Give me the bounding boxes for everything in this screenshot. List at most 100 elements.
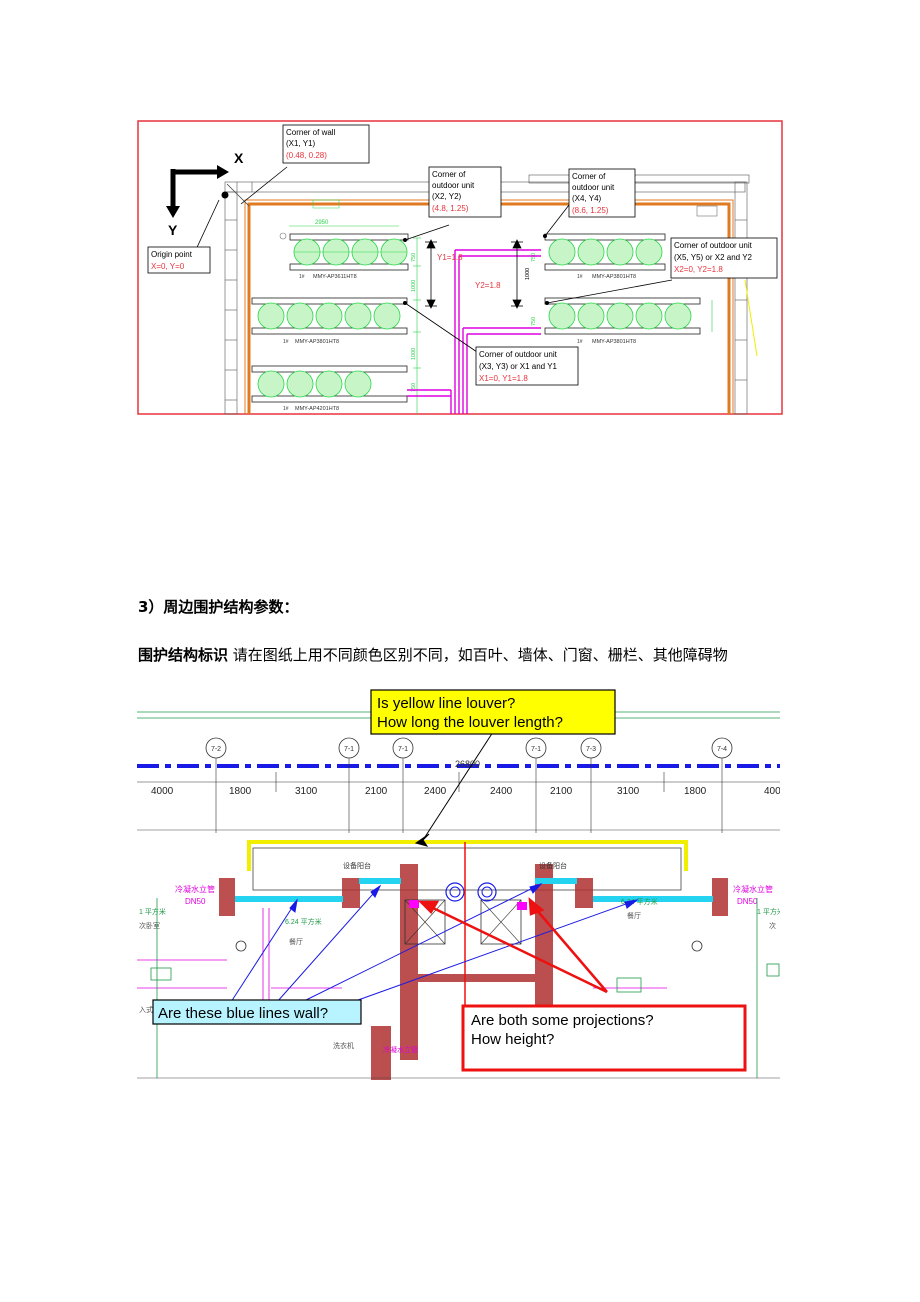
room-label: 次卧室: [139, 921, 160, 930]
svg-text:How height?: How height?: [471, 1031, 554, 1048]
dim-4000: 4000: [151, 786, 174, 797]
unit-model-label: MMY-AP3801HT8: [592, 274, 636, 280]
svg-text:Corner of wall: Corner of wall: [286, 128, 336, 137]
svg-text:(4.8, 1.25): (4.8, 1.25): [432, 204, 469, 213]
origin-dot: [221, 191, 229, 199]
svg-text:(0.48, 0.28): (0.48, 0.28): [286, 151, 327, 160]
room-label: 设备阳台: [343, 861, 371, 870]
svg-text:(X5, Y5) or X2 and Y2: (X5, Y5) or X2 and Y2: [674, 253, 753, 262]
hatched-wall-left: [224, 181, 748, 415]
room-label: DN50: [185, 897, 206, 906]
figure-outdoor-unit-layout: 2950 X Y 1# MMY-AP3611HT8 1# MMY-AP3801H…: [137, 120, 783, 415]
room-label: 餐厅: [289, 937, 303, 946]
dim-2950: 2950: [315, 220, 329, 226]
unit-row-3: 1# MMY-AP4201HT8: [251, 365, 408, 412]
dim-arrow-y2: [511, 239, 523, 309]
room-label: 洗衣机: [333, 1041, 354, 1050]
svg-text:X=0, Y=0: X=0, Y=0: [151, 262, 185, 271]
grid-bubble-label: 7-1: [398, 746, 408, 753]
pointer-lines: [192, 166, 673, 353]
room-label: 6.24 平方米: [285, 917, 322, 926]
maroon-walls: [219, 864, 728, 1080]
grid-bubble-label: 7-1: [531, 746, 541, 753]
svg-text:(X1, Y1): (X1, Y1): [286, 139, 316, 148]
unit-tag: 1#: [299, 274, 305, 280]
cyan-wall-lines: [235, 878, 713, 902]
unit-tag: 1#: [283, 406, 289, 412]
svg-text:(X3, Y3) or X1 and Y1: (X3, Y3) or X1 and Y1: [479, 362, 558, 371]
svg-text:Corner of: Corner of: [572, 172, 606, 181]
unit-tag: 1#: [283, 339, 289, 345]
unit-model-label: MMY-AP4201HT8: [295, 406, 339, 412]
svg-text:Origin point: Origin point: [151, 250, 193, 259]
refrigerant-pipes: [407, 249, 541, 414]
section-paragraph: 围护结构标识 请在图纸上用不同颜色区别不同，如百叶、墙体、门窗、栅栏、其他障碍物: [138, 644, 728, 665]
room-label: 设备阳台: [539, 861, 567, 870]
room-label: 次: [769, 921, 776, 930]
svg-text:(8.6, 1.25): (8.6, 1.25): [572, 206, 609, 215]
unit-model-label: MMY-AP3801HT8: [295, 339, 339, 345]
callout-question-wall: Are these blue lines wall?: [152, 999, 362, 1025]
callout-wall-corner: Corner of wall (X1, Y1) (0.48, 0.28): [282, 124, 370, 164]
grid-bubble-label: 7-4: [717, 746, 727, 753]
svg-text:Corner of: Corner of: [432, 170, 466, 179]
svg-text:X1=0, Y1=1.8: X1=0, Y1=1.8: [479, 374, 528, 383]
svg-text:(X2, Y2): (X2, Y2): [432, 192, 462, 201]
svg-text:Are both some projections?: Are both some projections?: [471, 1012, 654, 1029]
dim-750: 750: [411, 253, 417, 262]
svg-text:Corner of outdoor unit: Corner of outdoor unit: [674, 241, 753, 250]
grid-bubbles: [205, 737, 733, 759]
svg-text:Is yellow line louver?: Is yellow line louver?: [377, 695, 515, 712]
yellow-louver-line: [247, 840, 688, 871]
dim-750: 750: [411, 383, 417, 392]
dim-1800: 1800: [229, 786, 252, 797]
callout-question-louver: Is yellow line louver? How long the louv…: [370, 689, 616, 735]
dim-arrow-y1: [425, 239, 437, 309]
dim-1800: 1800: [684, 786, 707, 797]
svg-text:Are these blue lines wall?: Are these blue lines wall?: [158, 1005, 328, 1022]
dim-3100: 3100: [295, 786, 318, 797]
top-dim-26800: 26800: [455, 759, 480, 769]
dim-1000: 1000: [525, 268, 531, 280]
dim-2400: 2400: [490, 786, 513, 797]
axis-x-label: X: [234, 150, 244, 166]
y2-label: Y2=1.8: [475, 281, 501, 290]
callout-question-projection: Are both some projections? How height?: [461, 1004, 747, 1072]
y1-label: Y1=1.8: [437, 253, 463, 262]
svg-text:(X4, Y4): (X4, Y4): [572, 194, 602, 203]
figure-floor-plan: 7-2 7-1 7-1 7-1 7-3 7-4 26800 4000 1800 …: [137, 689, 780, 1080]
room-label: DN50: [737, 897, 758, 906]
room-label: 餐厅: [627, 911, 641, 920]
grid-bubble-label: 7-2: [211, 746, 221, 753]
axis-indicator: X Y: [166, 150, 244, 238]
room-label: 6.24 平方米: [621, 897, 658, 906]
unit-row-5: 1# MMY-AP3801HT8: [544, 297, 701, 345]
callout-unit-x3: Corner of outdoor unit (X3, Y3) or X1 an…: [475, 346, 579, 386]
paragraph-bold-label: 围护结构标识: [138, 646, 229, 664]
section-heading: 3）周边围护结构参数：: [138, 598, 299, 616]
dim-750: 750: [531, 317, 537, 326]
dim-400: 400: [764, 786, 780, 797]
unit-model-label: MMY-AP3801HT8: [592, 339, 636, 345]
svg-text:Corner of outdoor unit: Corner of outdoor unit: [479, 350, 558, 359]
misc-lines: [137, 898, 780, 1078]
dim-3100: 3100: [617, 786, 640, 797]
axis-y-label: Y: [168, 222, 178, 238]
grid-bubble-label: 7-1: [344, 746, 354, 753]
svg-text:How long the louver length?: How long the louver length?: [377, 714, 563, 731]
room-label: 1 平方米: [757, 907, 780, 916]
svg-text:X2=0, Y2=1.8: X2=0, Y2=1.8: [674, 265, 723, 274]
unit-model-label: MMY-AP3611HT8: [313, 274, 357, 280]
dim-750: 750: [531, 253, 537, 262]
unit-tag: 1#: [577, 274, 583, 280]
room-label: 冷凝水立管: [733, 884, 773, 894]
unit-row-1: 1# MMY-AP3611HT8: [289, 233, 409, 280]
svg-text:outdoor unit: outdoor unit: [432, 181, 475, 190]
unit-row-2: 1# MMY-AP3801HT8: [251, 297, 408, 345]
green-dims: [413, 237, 713, 414]
callout-unit-x4: Corner of outdoor unit (X4, Y4) (8.6, 1.…: [568, 168, 636, 218]
dim-2100: 2100: [550, 786, 573, 797]
paragraph-text: 请在图纸上用不同颜色区别不同，如百叶、墙体、门窗、栅栏、其他障碍物: [232, 646, 728, 664]
callout-unit-x2: Corner of outdoor unit (X2, Y2) (4.8, 1.…: [428, 166, 502, 218]
annotation-arrows-black: [414, 731, 494, 847]
